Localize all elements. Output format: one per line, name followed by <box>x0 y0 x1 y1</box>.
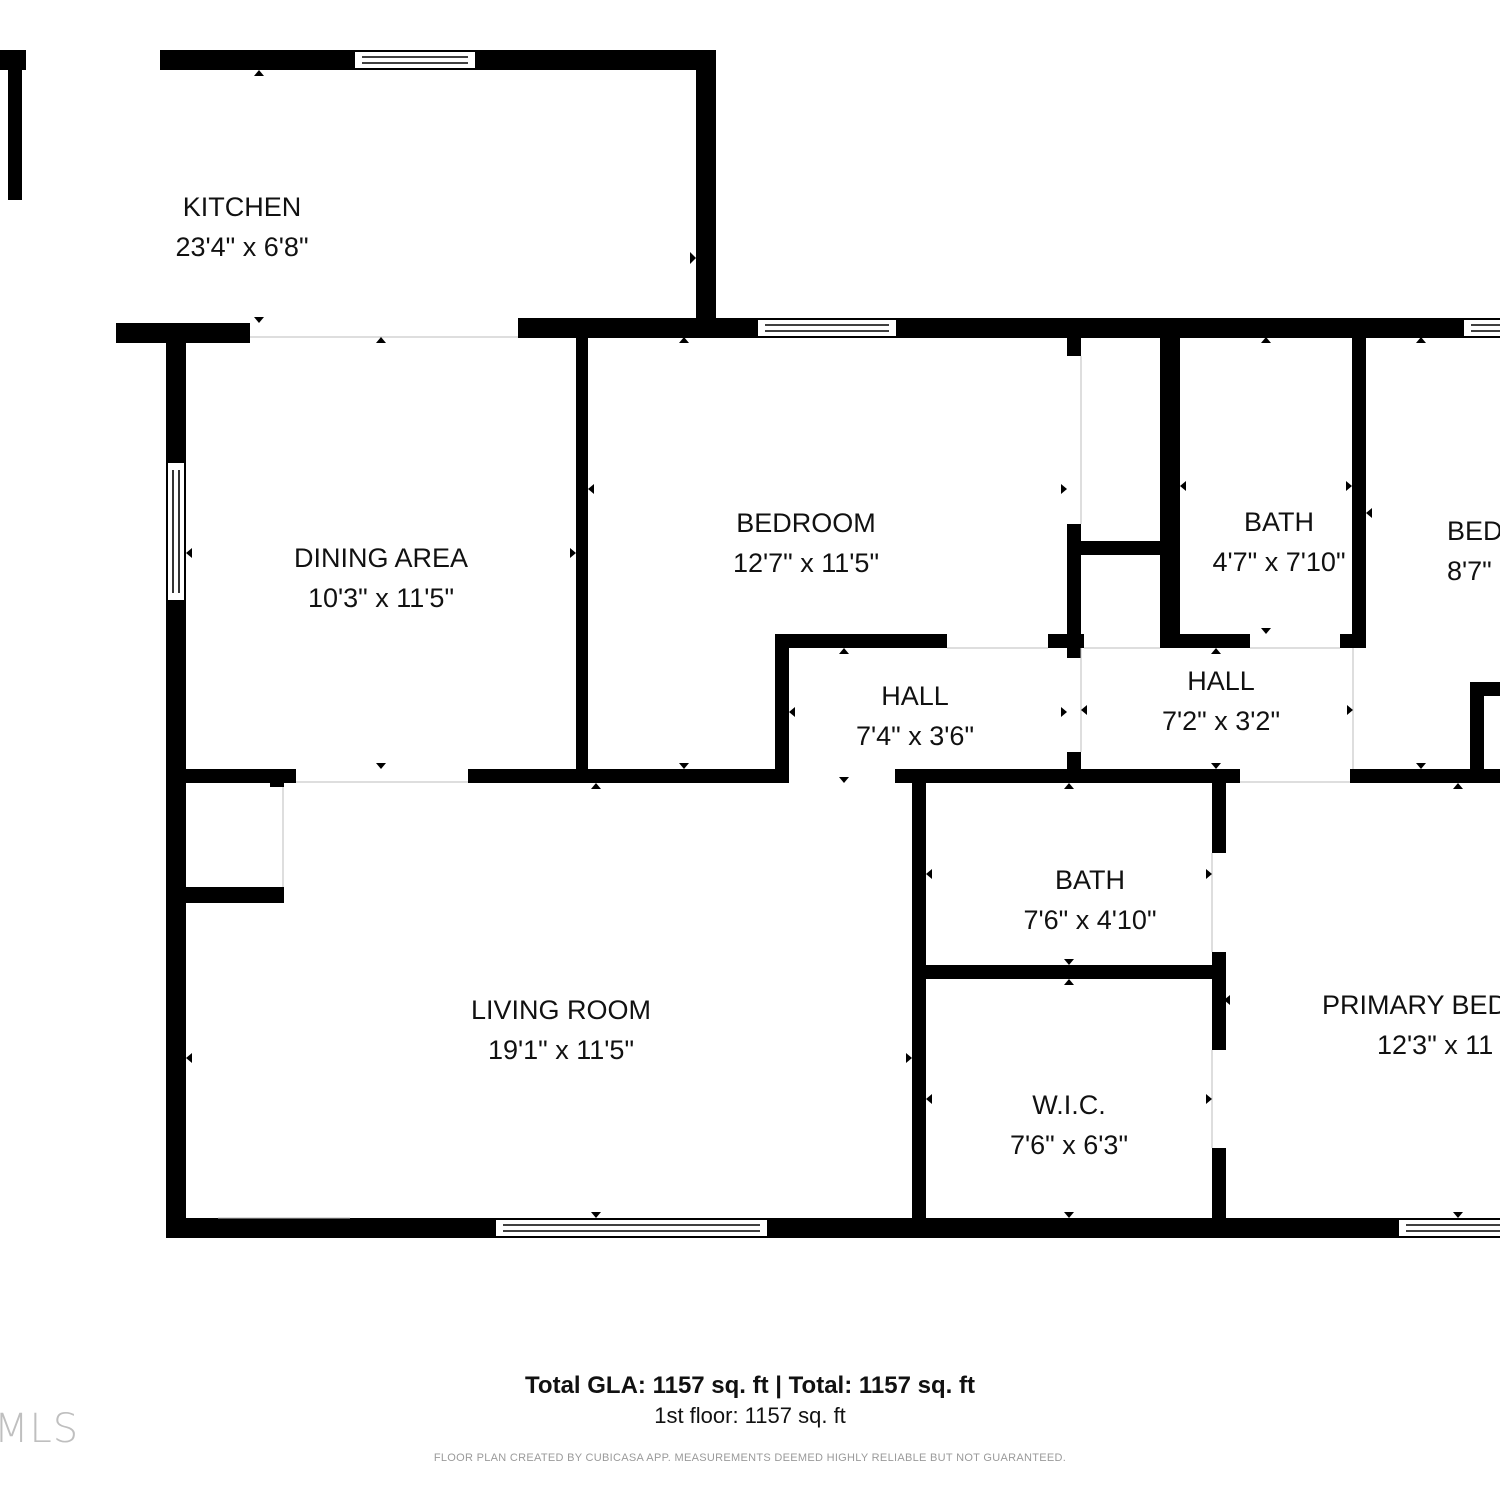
room-bedroom-right-size: 8'7" <box>1447 556 1492 586</box>
windows <box>166 50 1500 1238</box>
wall-primary-left-3 <box>1212 1148 1226 1218</box>
room-kitchen: KITCHEN 23'4" x 6'8" <box>175 187 308 267</box>
wall-exterior-bottom <box>166 1218 1500 1238</box>
wall-kitchen-right <box>696 50 716 337</box>
wall-right-notch-h <box>1470 682 1500 696</box>
wall-bath-right <box>1352 338 1366 648</box>
wall-closet-left-top <box>1067 338 1081 356</box>
room-hall-left: HALL 7'4" x 3'6" <box>856 676 974 756</box>
window-kitchen <box>353 50 477 70</box>
room-bedroom-name: BEDROOM <box>736 508 876 538</box>
wall-primary-left-2 <box>1212 952 1226 1050</box>
room-living-room: LIVING ROOM 19'1" x 11'5" <box>471 990 651 1070</box>
room-bath-upper-name: BATH <box>1243 507 1314 537</box>
wall-middle-dining-living <box>468 769 788 783</box>
wall-hall-sep-bottom <box>1067 752 1081 783</box>
room-wic-size: 7'6" x 6'3" <box>1009 1130 1129 1160</box>
room-kitchen-size: 23'4" x 6'8" <box>175 232 309 262</box>
room-wic: W.I.C. 7'6" x 6'3" <box>1010 1085 1128 1165</box>
room-bath-upper: BATH 4'7" x 7'10" <box>1212 502 1345 582</box>
room-dining-area: DINING AREA 10'3" x 11'5" <box>294 538 468 618</box>
window-primary <box>1397 1218 1500 1238</box>
wall-living-closet-bottom <box>166 887 284 903</box>
disclaimer: FLOOR PLAN CREATED BY CUBICASA APP. MEAS… <box>433 1452 1067 1464</box>
wall-left-fragment <box>8 50 22 200</box>
wall-primary-left-1 <box>1212 783 1226 853</box>
room-bedroom-right-name: BED <box>1447 516 1500 546</box>
window-living <box>494 1218 769 1238</box>
room-hall-right: HALL 7'2" x 3'2" <box>1162 661 1280 741</box>
wall-right-middle <box>1350 769 1500 783</box>
room-dining-area-name: DINING AREA <box>293 543 469 573</box>
mls-watermark: MLS <box>0 1406 80 1452</box>
room-kitchen-name: KITCHEN <box>182 192 302 222</box>
total-area-summary: Total GLA: 1157 sq. ft | Total: 1157 sq.… <box>525 1372 975 1399</box>
room-wic-name: W.I.C. <box>1032 1090 1106 1120</box>
wall-closet-right <box>1160 338 1180 648</box>
wall-right-notch-v <box>1470 682 1484 782</box>
wall-living-closet-right <box>270 769 284 787</box>
wall-closet-left-low <box>1067 524 1081 658</box>
room-primary-bedroom: PRIMARY BED 12'3" x 11 <box>1322 985 1500 1065</box>
room-bath-upper-size: 4'7" x 7'10" <box>1212 547 1346 577</box>
doorways <box>218 336 1354 1219</box>
room-bedroom-size: 12'7" x 11'5" <box>732 548 880 578</box>
room-primary-bedroom-name: PRIMARY BED <box>1322 990 1500 1020</box>
room-bath-lower: BATH 7'6" x 4'10" <box>1023 860 1156 940</box>
wall-hall-top-right <box>1160 634 1250 648</box>
wall-middle-left <box>166 769 296 783</box>
room-primary-bedroom-size: 12'3" x 11 <box>1377 1030 1494 1060</box>
room-hall-right-size: 7'2" x 3'2" <box>1161 706 1281 736</box>
wall-hall-top-left <box>775 634 947 648</box>
wall-closet-shelf <box>1067 541 1170 555</box>
room-living-room-name: LIVING ROOM <box>470 995 652 1025</box>
wall-bath-wic-left <box>912 783 926 1218</box>
room-bedroom-right: BED 8'7" <box>1447 511 1500 591</box>
wall-hall-left-jog <box>775 634 789 783</box>
room-living-room-size: 19'1" x 11'5" <box>487 1035 635 1065</box>
room-bedroom: BEDROOM 12'7" x 11'5" <box>733 503 879 583</box>
window-dining <box>166 461 186 602</box>
room-hall-right-name: HALL <box>1187 666 1255 696</box>
room-bath-lower-name: BATH <box>1054 865 1125 895</box>
room-hall-left-size: 7'4" x 3'6" <box>855 721 975 751</box>
floor-area: 1st floor: 1157 sq. ft <box>654 1403 846 1428</box>
window-right-bedroom <box>1462 318 1500 338</box>
window-bedroom <box>756 318 898 338</box>
wall-bath-wic-divider <box>912 965 1224 979</box>
wall-dining-bedroom <box>576 338 588 780</box>
measurement-ticks <box>186 70 1463 1218</box>
wall-main-top <box>518 318 1500 338</box>
room-bath-lower-size: 7'6" x 4'10" <box>1023 905 1157 935</box>
room-hall-left-name: HALL <box>881 681 949 711</box>
room-dining-area-size: 10'3" x 11'5" <box>307 583 455 613</box>
